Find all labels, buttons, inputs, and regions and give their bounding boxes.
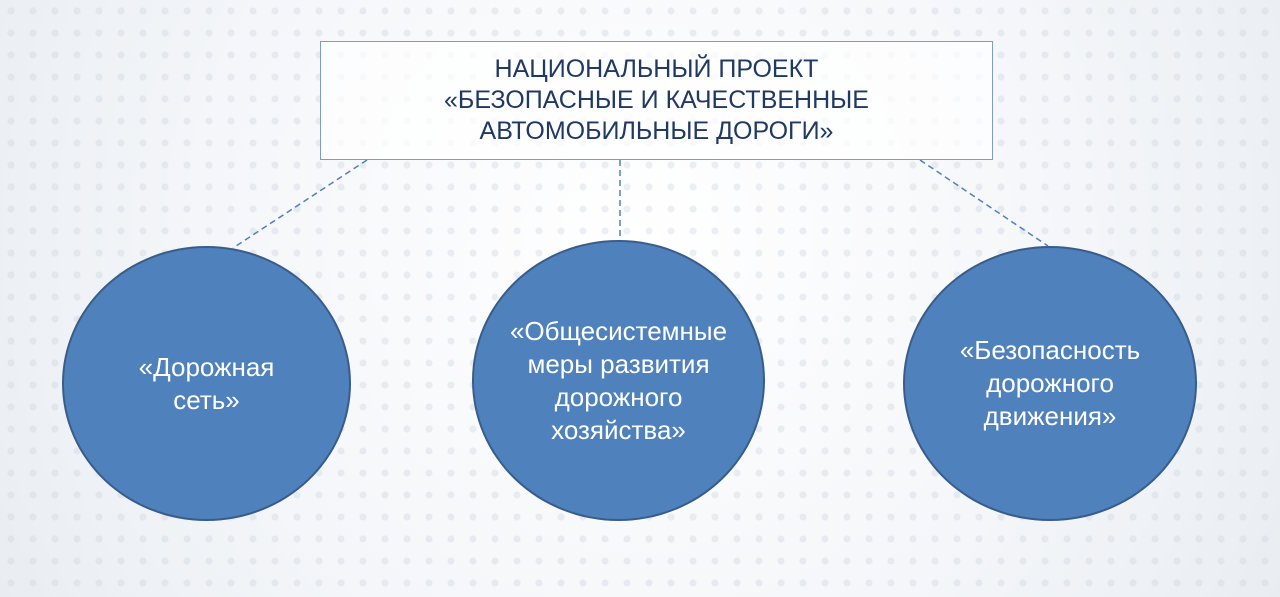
node-road-network: «Дорожная сеть» [62,246,351,521]
national-project-title-box: НАЦИОНАЛЬНЫЙ ПРОЕКТ «БЕЗОПАСНЫЕ И КАЧЕСТ… [320,41,993,160]
title-line: НАЦИОНАЛЬНЫЙ ПРОЕКТ [494,55,819,83]
node-system-measures: «Общесистемные меры развития дорожного х… [472,240,765,521]
node-text-line: «Дорожная [138,351,275,382]
node-road-safety: «Безопасность дорожного движения» [903,246,1197,521]
node-text-line: «Безопасность [959,335,1141,365]
node-text-line: меры развития [527,348,710,379]
node-text-line: сеть» [173,384,240,415]
node-text-line: хозяйства» [551,414,686,445]
title-line: «БЕЗОПАСНЫЕ И КАЧЕСТВЕННЫЕ [444,86,869,114]
node-text-line: дорожного [554,381,683,412]
node-text-line: движения» [983,401,1117,431]
connector-left [232,159,368,249]
node-text-line: «Общесистемные [509,315,728,346]
connector-right [919,159,1049,247]
node-text-line: дорожного [986,368,1114,398]
title-line: АВТОМОБИЛЬНЫЕ ДОРОГИ» [479,117,834,145]
